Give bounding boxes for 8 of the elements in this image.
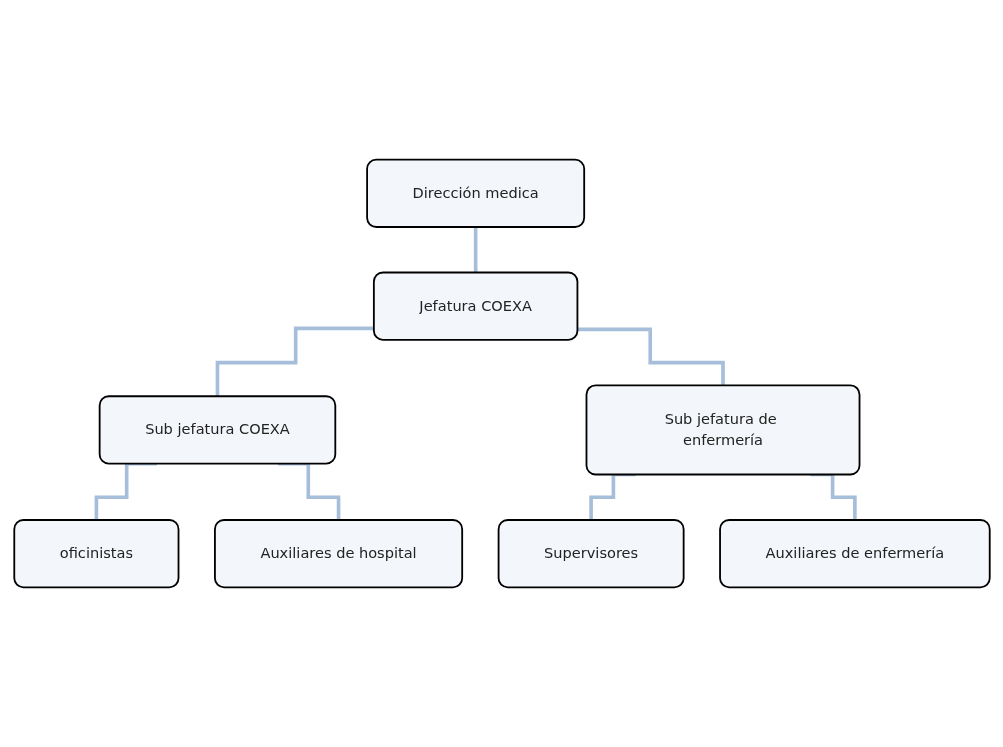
node-box: Sub jefatura de enfermería: [585, 384, 860, 476]
node-box: oficinistas: [12, 519, 179, 589]
node-box: Auxiliares de enfermería: [718, 519, 991, 589]
node-box: Sub jefatura COEXA: [98, 395, 336, 465]
node-box: Supervisores: [497, 519, 685, 589]
node-box: Dirección medica: [365, 158, 585, 228]
node-box: Auxiliares de hospital: [213, 519, 463, 589]
node-box: Jefatura COEXA: [372, 271, 578, 341]
